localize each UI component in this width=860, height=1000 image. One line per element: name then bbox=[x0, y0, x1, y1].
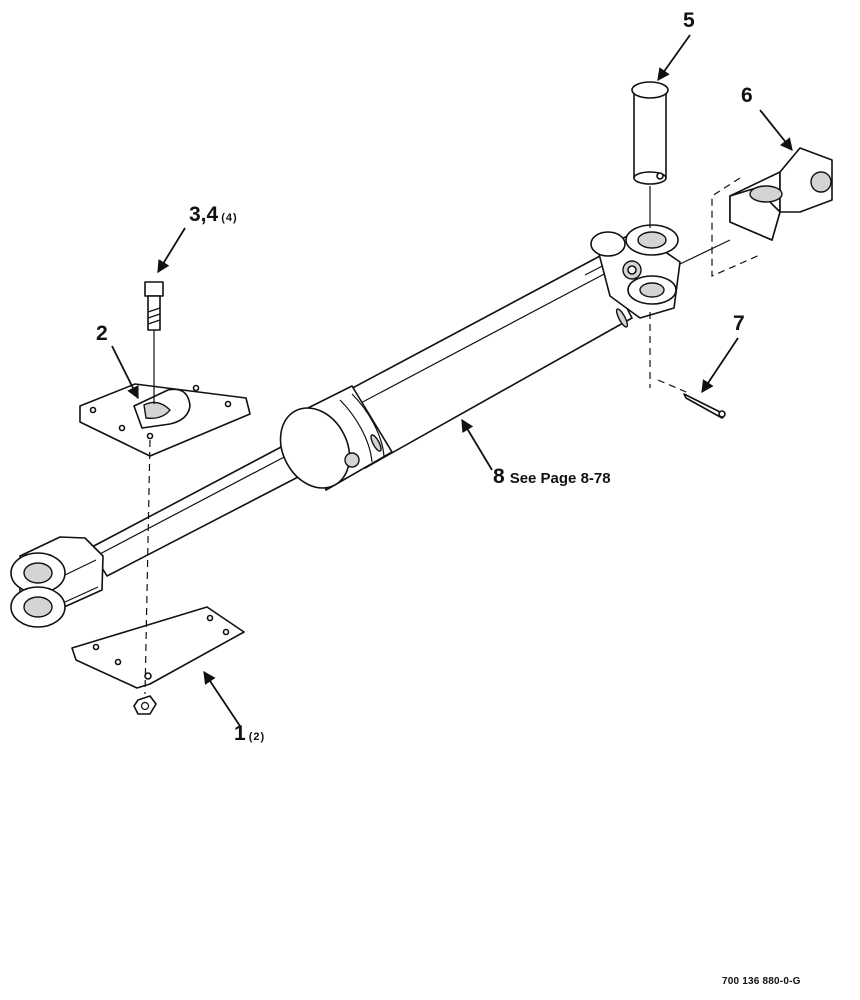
hose-clamp bbox=[133, 388, 191, 429]
callout-qty: (2) bbox=[248, 731, 266, 743]
callout-item-2: 2 bbox=[96, 322, 108, 345]
rod-end-clevis bbox=[10, 536, 104, 628]
cylinder-base-end bbox=[590, 224, 681, 319]
lower-mount-plate bbox=[71, 606, 245, 689]
bracket-hidden-lines bbox=[679, 177, 763, 277]
callout-qty: (4) bbox=[221, 212, 238, 224]
nut bbox=[133, 695, 157, 715]
leader-lines bbox=[111, 34, 793, 727]
cotter-pin bbox=[649, 312, 726, 419]
bolt bbox=[144, 281, 164, 404]
callout-item-5: 5 bbox=[683, 9, 695, 32]
callout-item-3-4: 3,4(4) bbox=[189, 203, 238, 226]
mounting-block bbox=[729, 147, 833, 241]
bolt-axis-line bbox=[144, 439, 151, 695]
callout-item-6: 6 bbox=[741, 84, 753, 107]
callout-page-reference: See Page 8-78 bbox=[509, 470, 611, 487]
piston-rod bbox=[89, 445, 301, 577]
callout-item-7: 7 bbox=[733, 312, 745, 335]
cylinder-gland bbox=[279, 385, 393, 491]
callout-item-1: 1(2) bbox=[234, 722, 266, 745]
drawing-number: 700 136 880-0-G bbox=[722, 976, 801, 987]
clevis-pin bbox=[631, 81, 669, 228]
